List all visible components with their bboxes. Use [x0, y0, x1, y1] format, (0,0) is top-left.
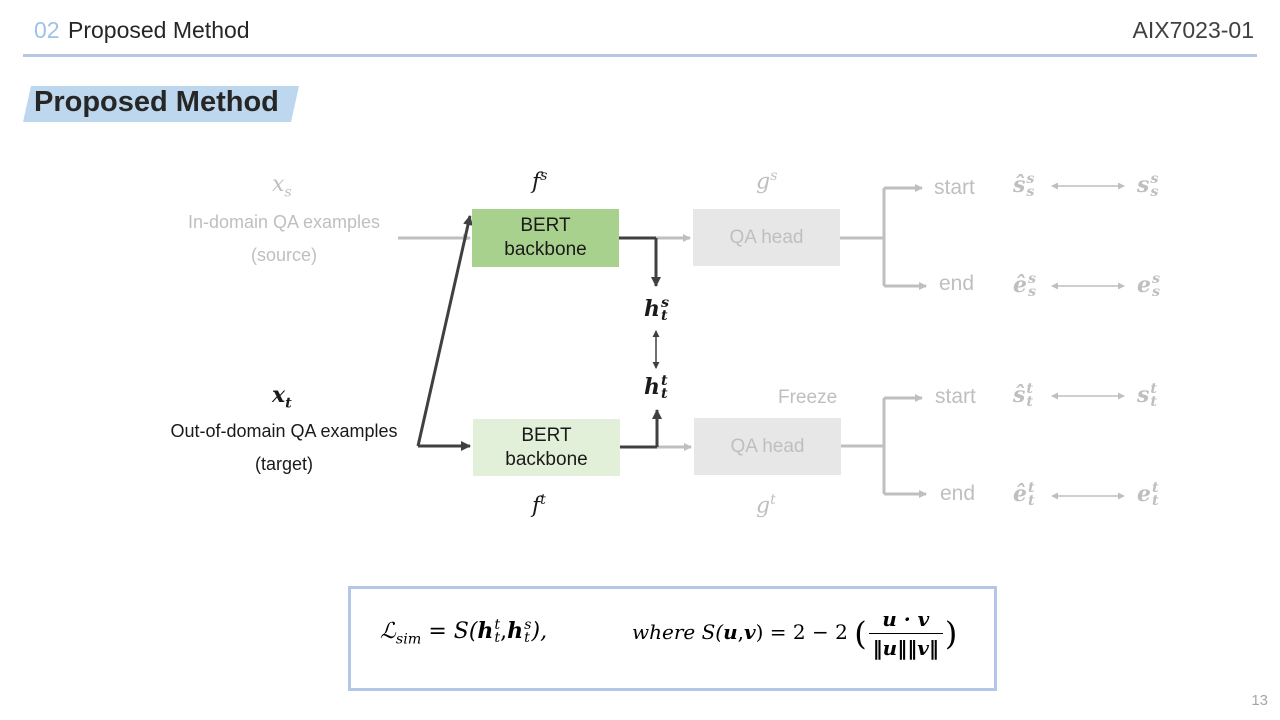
target-qa-head-label: QA head: [730, 435, 805, 457]
source-start-label: start: [934, 176, 975, 199]
target-input-symbol: xt: [272, 382, 292, 412]
loss-formula-box: [348, 586, 997, 691]
target-qa-head: QA head: [694, 418, 841, 475]
source-qa-head-label: QA head: [729, 226, 804, 248]
source-input-label: In-domain QA examples: [187, 212, 381, 232]
source-encoder-symbol: fs: [532, 168, 548, 195]
section-header-title: Proposed Method: [68, 17, 250, 43]
target-input-sublabel: (target): [254, 454, 314, 474]
slide-title-banner: [23, 86, 299, 122]
section-number: 02: [34, 17, 60, 43]
source-bert-label-1: BERT: [520, 215, 571, 236]
target-bert-label-1: BERT: [521, 424, 572, 446]
similarity-function-definition: where S(u,v) = 2 − 2 (u · v‖u‖‖v‖): [632, 607, 958, 660]
source-input-sublabel: (source): [250, 245, 317, 265]
source-head-symbol: gs: [756, 168, 778, 195]
target-head-symbol: gt: [756, 492, 776, 519]
target-bert-label-2: backbone: [505, 448, 588, 470]
page-number: 13: [1251, 692, 1268, 709]
target-input-label: Out-of-domain QA examples: [170, 421, 398, 441]
freeze-note: Freeze: [778, 387, 838, 408]
course-code: AIX7023-01: [1132, 17, 1254, 43]
source-input-symbol: xs: [272, 172, 292, 201]
slide-title: Proposed Method: [34, 86, 279, 118]
target-start-label: start: [935, 385, 976, 408]
header-divider: [23, 54, 1257, 57]
source-bert-label-2: backbone: [504, 239, 587, 260]
target-end-label: end: [940, 482, 976, 505]
arrow-target-to-source-encoder: [416, 215, 473, 447]
target-encoder-symbol: ft: [532, 492, 546, 519]
source-bert-backbone: BERT backbone: [472, 209, 619, 267]
source-qa-head: QA head: [693, 209, 840, 266]
source-end-label: end: [939, 272, 975, 295]
